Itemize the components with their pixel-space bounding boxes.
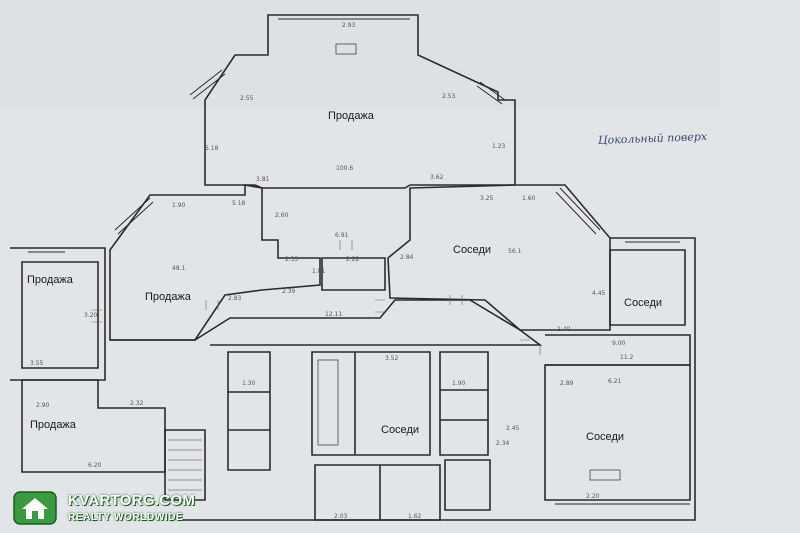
window-right-diag xyxy=(476,81,506,105)
watermark-brand: KVARTORG.COM xyxy=(68,492,196,509)
wall-left-inner xyxy=(21,261,99,369)
dimension-label: 2.33 xyxy=(285,256,299,263)
dimension-label: 2.20 xyxy=(586,493,600,500)
room-neighbors-lower-label: Соседи xyxy=(381,424,420,436)
watermark: KVARTORG.COM REALTY WORLDWIDE xyxy=(8,488,195,530)
dimension-label: 3.52 xyxy=(385,355,399,362)
dimension-label: 2.53 xyxy=(442,93,456,100)
dimension-label: 1.90 xyxy=(172,202,186,209)
dimension-label: 6.20 xyxy=(88,462,102,469)
dimension-label: 3.62 xyxy=(430,174,444,181)
wall-bottom-left xyxy=(21,379,166,473)
room-neighbors-right-label: Соседи xyxy=(624,297,663,309)
dimension-label: 11.2 xyxy=(620,354,634,361)
dimension-label: 9.00 xyxy=(612,340,626,347)
dimension-label: 3.55 xyxy=(30,360,44,367)
wall-stair xyxy=(164,429,206,501)
dimension-label: 2.83 xyxy=(228,295,242,302)
dimension-label: 6.91 xyxy=(335,232,349,239)
dimension-label: 2.93 xyxy=(342,22,356,29)
window-bottom-right xyxy=(555,499,690,505)
dimension-label: 1.90 xyxy=(452,380,466,387)
room-sale-top-label: Продажа xyxy=(328,110,374,122)
dimension-label: 48.1 xyxy=(172,265,186,272)
dimension-label: 3.20 xyxy=(84,312,98,319)
dimension-label: 2.03 xyxy=(334,513,348,520)
dimension-label: 2.32 xyxy=(130,400,144,407)
room-neighbors-bottom-right-label: Соседи xyxy=(586,431,625,443)
dimension-label: 2.60 xyxy=(275,212,289,219)
window-left-room xyxy=(28,247,65,253)
dimension-label: 6.21 xyxy=(608,378,622,385)
watermark-tagline: REALTY WORLDWIDE xyxy=(68,512,184,523)
fixture-sink xyxy=(589,469,621,481)
window-top xyxy=(278,14,410,20)
dimension-label: 56.1 xyxy=(508,248,522,255)
dimension-label: 12.11 xyxy=(325,311,343,318)
stair-steps xyxy=(168,439,202,491)
dimension-label: 4.45 xyxy=(592,290,606,297)
room-sale-bottom-left-label: Продажа xyxy=(30,419,76,431)
dimension-label: 2.45 xyxy=(506,425,520,432)
window-right-top xyxy=(625,237,680,243)
dimension-label: 2.34 xyxy=(496,440,510,447)
wall-center-small xyxy=(321,257,386,291)
windows xyxy=(28,14,690,505)
dimension-label: 3.81 xyxy=(256,176,270,183)
room-neighbors-center-label: Соседи xyxy=(453,244,492,256)
dimension-label: 5.18 xyxy=(205,145,219,152)
window-mid-diag xyxy=(114,197,154,235)
wall-neighbors-center xyxy=(311,351,431,456)
dimension-label: 1.62 xyxy=(408,513,422,520)
window-left-diag xyxy=(189,69,226,100)
walls xyxy=(10,14,696,521)
dimension-label: 2.39 xyxy=(282,288,296,295)
room-sale-mid-label: Продажа xyxy=(145,291,191,303)
fixture-shelf xyxy=(317,359,339,446)
dimension-label: 2.55 xyxy=(240,95,254,102)
window-right-big xyxy=(555,187,601,235)
dimension-label: 1.81 xyxy=(312,268,326,275)
dimension-label: 1.23 xyxy=(492,143,506,150)
house-logo-icon xyxy=(13,491,57,525)
dimension-label: 2.22 xyxy=(346,256,360,263)
room-sale-left-label: Продажа xyxy=(27,274,73,286)
wall-small-center xyxy=(439,351,489,456)
dimension-label: 2.40 xyxy=(557,326,571,333)
dimension-label: 2.89 xyxy=(560,380,574,387)
wall-wc-block xyxy=(227,351,271,471)
dimension-label: 2.84 xyxy=(400,254,414,261)
wall-corridor xyxy=(110,299,543,346)
dimension-label: 5.18 xyxy=(232,200,246,207)
dimension-label: 1.30 xyxy=(242,380,256,387)
fixture-top xyxy=(335,43,357,55)
wall-right-small xyxy=(609,249,686,326)
door-ticks xyxy=(92,240,541,355)
dimension-label: 3.25 xyxy=(480,195,494,202)
dimension-label: 2.90 xyxy=(36,402,50,409)
paper-shade xyxy=(0,0,720,110)
dimension-label: 1.60 xyxy=(522,195,536,202)
dimension-label: 100.6 xyxy=(336,165,354,172)
